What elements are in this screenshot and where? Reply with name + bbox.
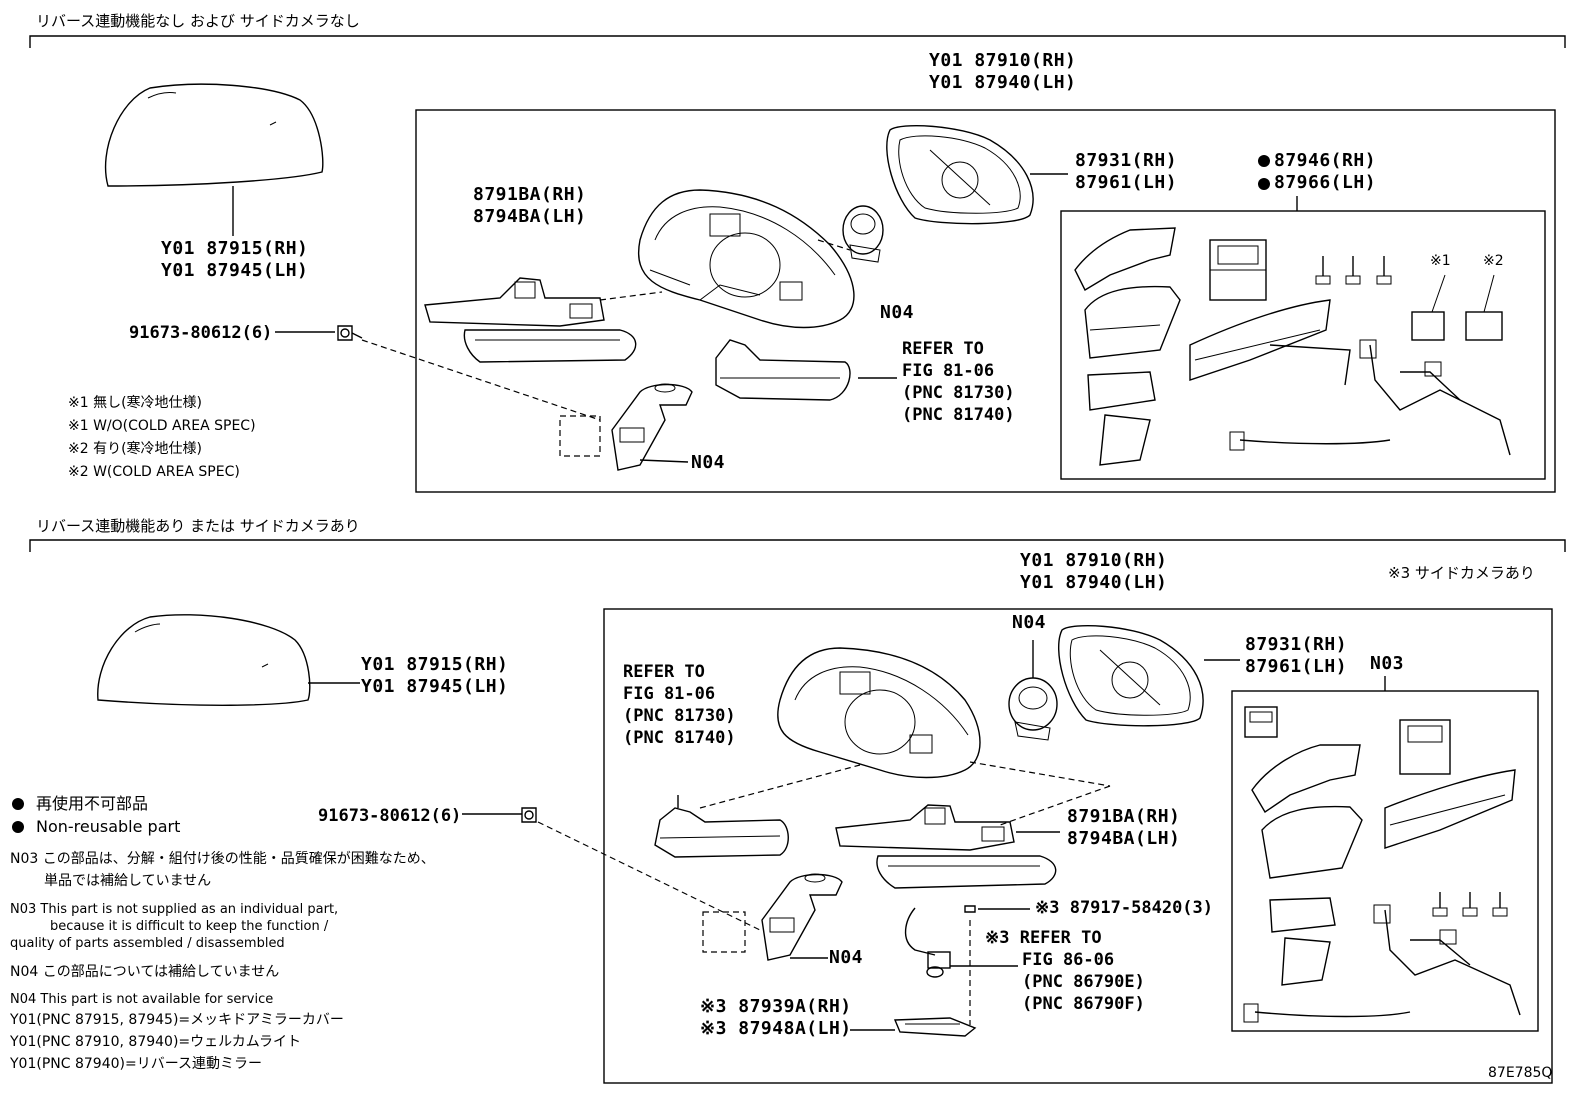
bottom-motor-mount-drawing bbox=[1008, 640, 1058, 741]
top-mirror-housing-drawing bbox=[599, 189, 855, 329]
refer-label: (PNC 81740) bbox=[623, 728, 736, 748]
part-number-label: Y01 87945(LH) bbox=[361, 676, 509, 697]
bottom-motor-box-parts bbox=[1243, 706, 1521, 1023]
part-number-label: 8791BA(RH) bbox=[1067, 806, 1181, 827]
n04-label: N04 bbox=[829, 947, 864, 968]
part-number-label: 8791BA(RH) bbox=[473, 184, 587, 205]
spec-note: ※2 W(COLD AREA SPEC) bbox=[68, 464, 240, 480]
part-number-label: ※3 87939A(RH) bbox=[700, 996, 852, 1017]
n04-label: N04 bbox=[1012, 612, 1047, 633]
figure-code: 87E785Q bbox=[1488, 1065, 1553, 1081]
part-number-label: Y01 87940(LH) bbox=[1020, 572, 1168, 593]
refer-label: REFER TO bbox=[623, 662, 705, 682]
legend-text: N03 この部品は、分解・組付け後の性能・品質確保が困難なため、 bbox=[10, 851, 435, 867]
bottom-lower-cover-drawing bbox=[702, 873, 843, 961]
legend-text: because it is difficult to keep the func… bbox=[50, 919, 329, 934]
top-motor-box-parts bbox=[1074, 227, 1511, 466]
legend-text: Y01(PNC 87915, 87945)=メッキドアミラーカバー bbox=[10, 1012, 344, 1028]
n04-label: N04 bbox=[691, 452, 726, 473]
part-number-label: 87931(RH) bbox=[1075, 150, 1178, 171]
top-section-title: リバース連動機能なし および サイドカメラなし bbox=[36, 12, 360, 30]
refer-label: FIG 81-06 bbox=[623, 684, 716, 704]
part-number-label: 87946(RH) bbox=[1274, 150, 1377, 171]
top-lower-cover-drawing bbox=[559, 383, 693, 471]
legend-text: 単品では補給していません bbox=[44, 873, 212, 889]
bottom-motor-box bbox=[1231, 690, 1539, 1032]
bottom-outer-mirror-drawing bbox=[1058, 624, 1240, 727]
refer-label: REFER TO bbox=[902, 339, 984, 359]
legend-text: Y01(PNC 87940)=リバース連動ミラー bbox=[10, 1056, 262, 1072]
top-screw-drawing bbox=[275, 325, 601, 421]
spec-note: ※1 無し(寒冷地仕様) bbox=[68, 395, 203, 411]
part-number-label: 91673-80612(6) bbox=[129, 323, 273, 343]
bullet-icon bbox=[12, 798, 24, 810]
n03-label: N03 bbox=[1370, 653, 1405, 674]
refer-label: ※3 REFER TO bbox=[985, 928, 1102, 948]
bottom-section-bracket bbox=[29, 539, 1566, 552]
top-outer-mirror-drawing bbox=[886, 124, 1068, 225]
part-number-label: 8794BA(LH) bbox=[473, 206, 587, 227]
non-reusable-marker-icon bbox=[1258, 178, 1270, 190]
side-camera-note: ※3 サイドカメラあり bbox=[1388, 564, 1535, 582]
legend-text: N03 This part is not supplied as an indi… bbox=[10, 902, 339, 917]
refer-label: FIG 86-06 bbox=[1022, 950, 1115, 970]
legend-text: quality of parts assembled / disassemble… bbox=[10, 936, 285, 951]
top-mirror-cover-drawing bbox=[104, 83, 324, 236]
bottom-camera-drawing bbox=[850, 905, 1030, 1037]
part-number-label: 87966(LH) bbox=[1274, 172, 1377, 193]
part-number-label: Y01 87910(RH) bbox=[929, 50, 1077, 71]
bottom-housing-bracket-drawing bbox=[835, 804, 1060, 889]
legend-text: Non-reusable part bbox=[36, 817, 181, 836]
part-number-label: Y01 87945(LH) bbox=[161, 260, 309, 281]
spec-note: ※2 有り(寒冷地仕様) bbox=[68, 441, 203, 457]
bottom-section-title: リバース連動機能あり または サイドカメラあり bbox=[36, 517, 360, 535]
refer-label: (PNC 81730) bbox=[902, 383, 1015, 403]
top-housing-bracket-drawing bbox=[424, 277, 637, 363]
legend-text: 再使用不可部品 bbox=[36, 794, 149, 813]
legend-text: Y01(PNC 87910, 87940)=ウェルカムライト bbox=[10, 1034, 302, 1050]
top-assembly-box bbox=[415, 109, 1556, 493]
top-turn-lamp-drawing bbox=[715, 339, 897, 401]
refer-label: FIG 81-06 bbox=[902, 361, 995, 381]
part-number-label: Y01 87915(RH) bbox=[161, 238, 309, 259]
refer-label: (PNC 86790F) bbox=[1022, 994, 1145, 1014]
legend-text: N04 この部品については補給していません bbox=[10, 964, 280, 980]
part-number-label: ※3 87948A(LH) bbox=[700, 1018, 852, 1039]
part-number-label: Y01 87910(RH) bbox=[1020, 550, 1168, 571]
part-number-label: 87931(RH) bbox=[1245, 634, 1348, 655]
non-reusable-marker-icon bbox=[1258, 155, 1270, 167]
mark-label: ※2 bbox=[1483, 253, 1504, 269]
part-number-label: Y01 87940(LH) bbox=[929, 72, 1077, 93]
part-number-label: ※3 87917-58420(3) bbox=[1035, 898, 1214, 918]
part-number-label: 91673-80612(6) bbox=[318, 806, 462, 826]
bullet-icon bbox=[12, 821, 24, 833]
top-motor-mount-drawing bbox=[842, 205, 884, 263]
bottom-mirror-housing-drawing bbox=[699, 647, 1111, 826]
part-number-label: 87961(LH) bbox=[1245, 656, 1348, 677]
mark-label: ※1 bbox=[1430, 253, 1451, 269]
legend-text: N04 This part is not available for servi… bbox=[10, 992, 274, 1007]
bottom-assembly-box bbox=[603, 608, 1553, 1084]
bottom-turn-lamp-drawing bbox=[654, 795, 789, 858]
part-number-label: 8794BA(LH) bbox=[1067, 828, 1181, 849]
refer-label: (PNC 81730) bbox=[623, 706, 736, 726]
spec-note: ※1 W/O(COLD AREA SPEC) bbox=[68, 418, 256, 434]
refer-label: (PNC 81740) bbox=[902, 405, 1015, 425]
top-section-bracket bbox=[29, 35, 1566, 48]
bottom-mirror-cover-drawing bbox=[97, 614, 360, 706]
part-number-label: 87961(LH) bbox=[1075, 172, 1178, 193]
refer-label: (PNC 86790E) bbox=[1022, 972, 1145, 992]
top-motor-box bbox=[1060, 210, 1546, 480]
part-number-label: Y01 87915(RH) bbox=[361, 654, 509, 675]
n04-label: N04 bbox=[880, 302, 915, 323]
